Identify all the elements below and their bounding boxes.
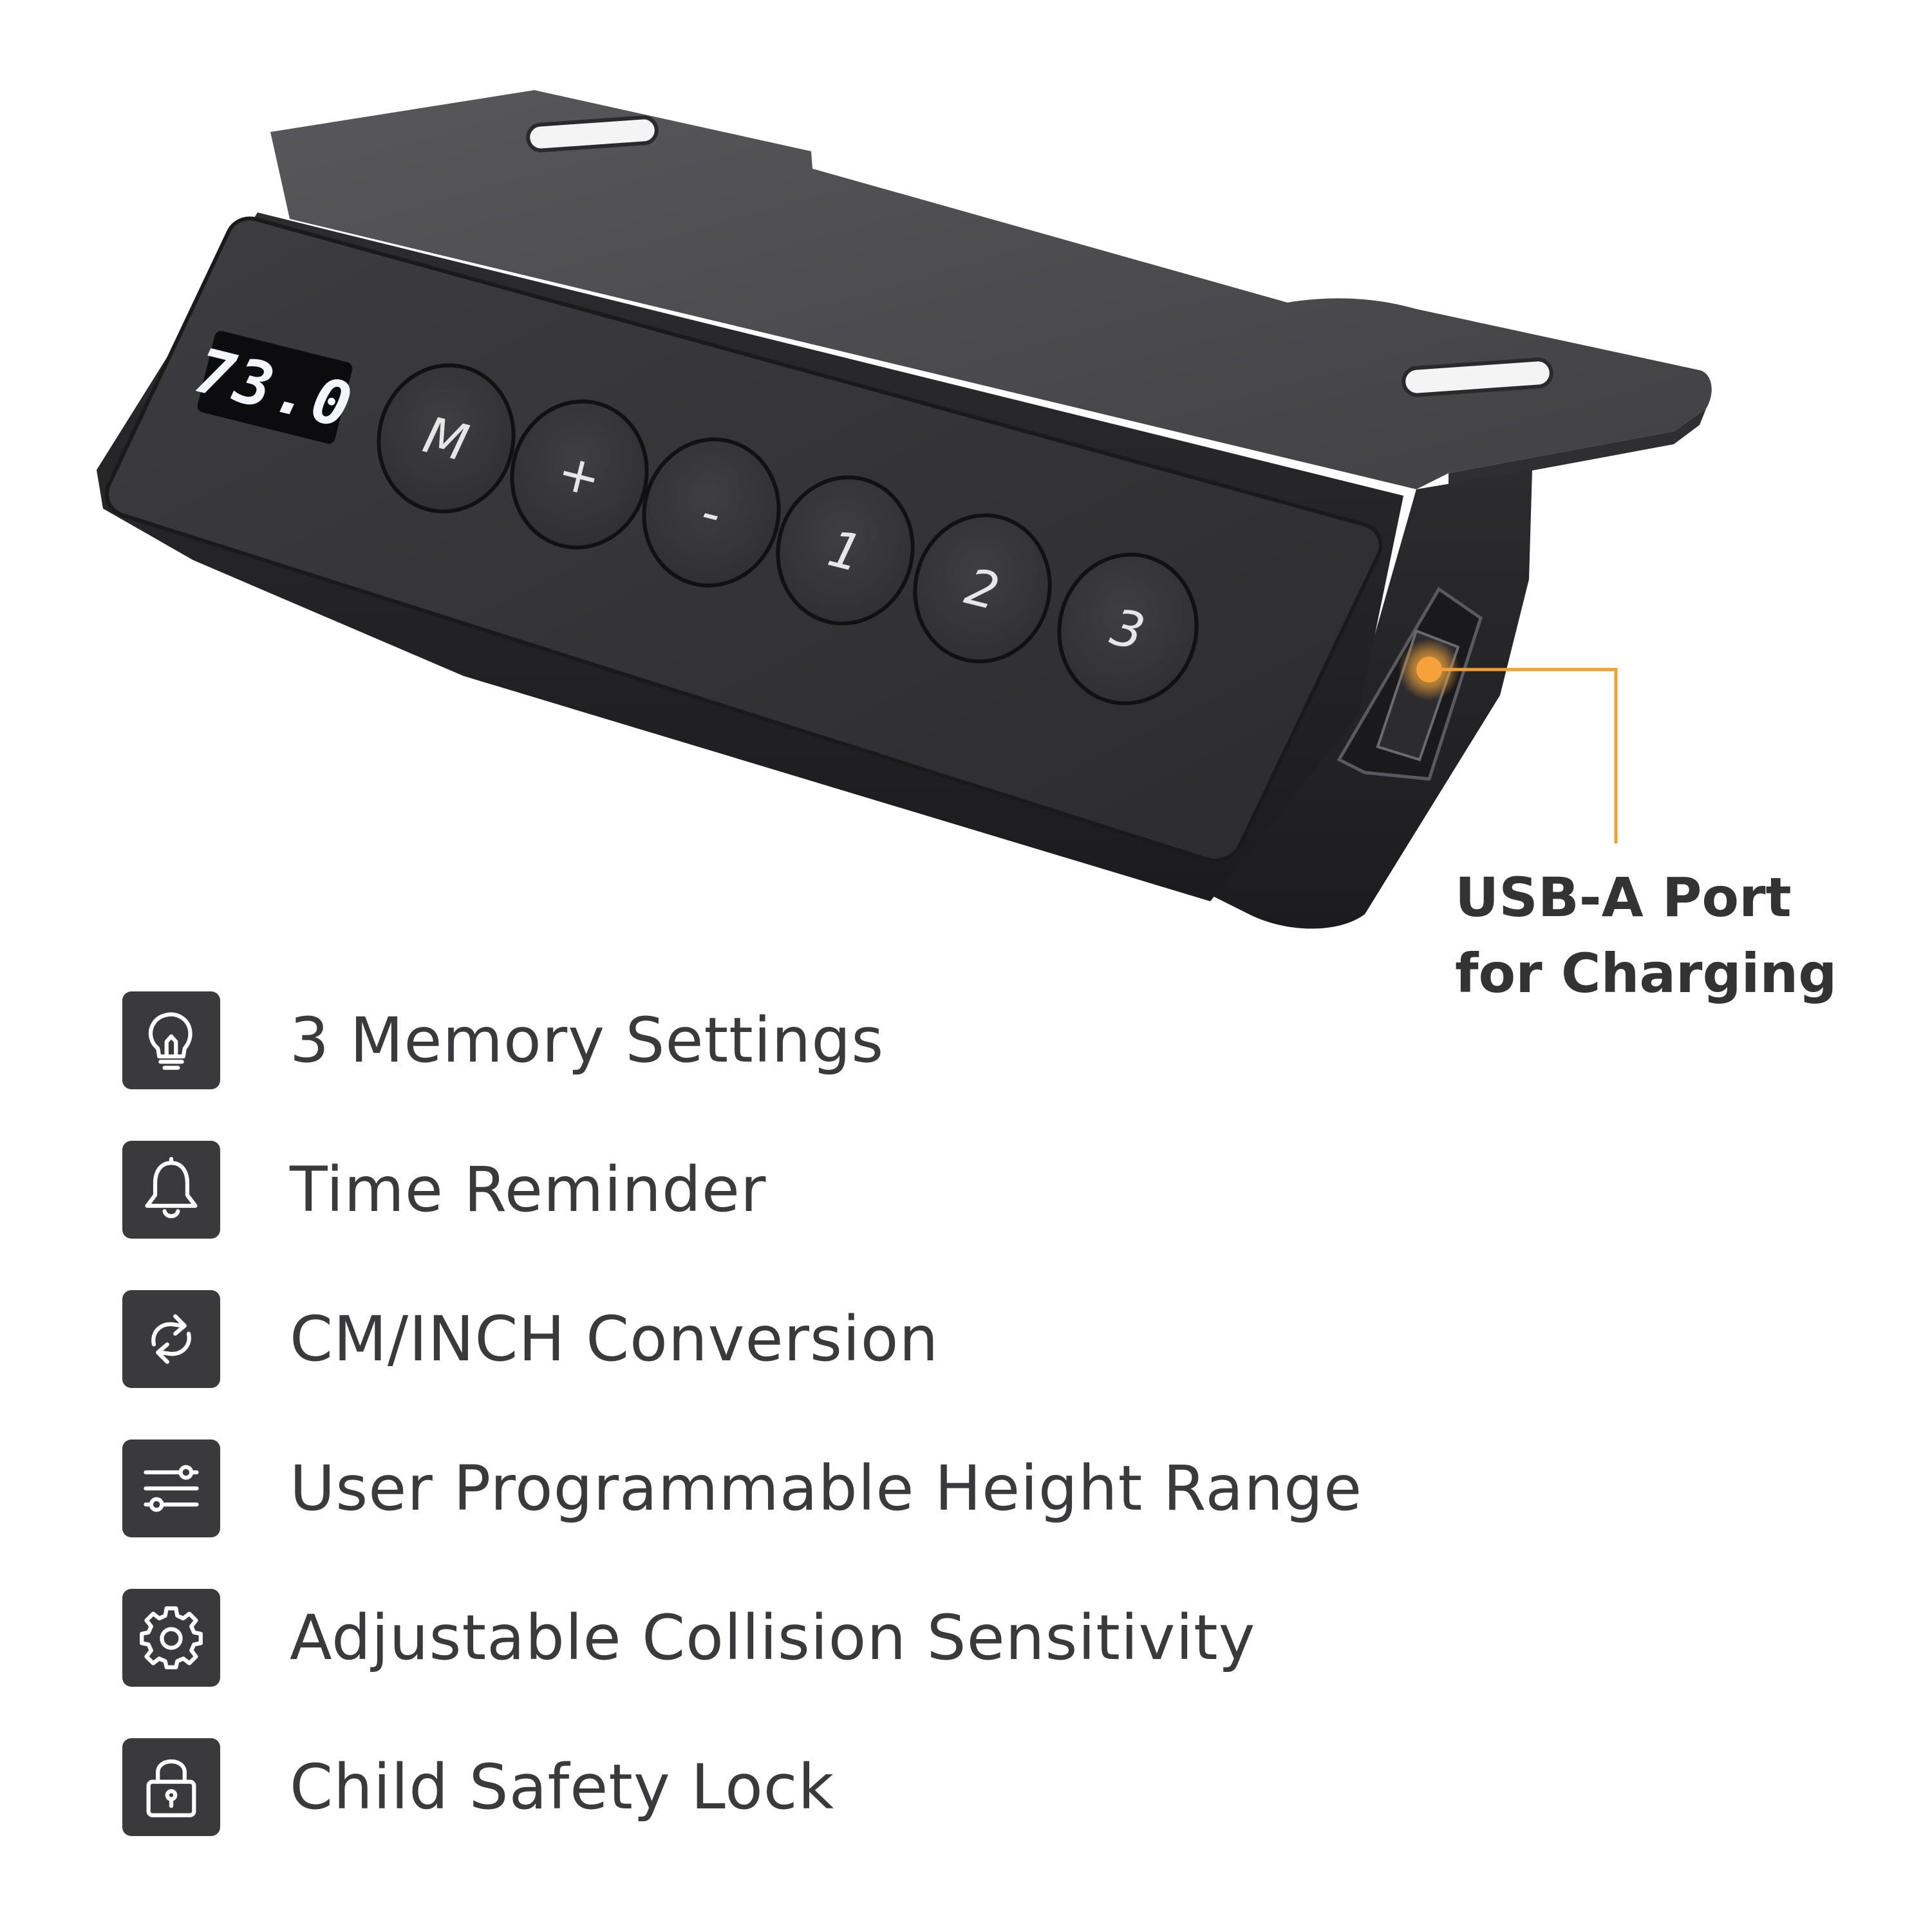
usb-callout-pointer: [1398, 639, 1618, 843]
refresh-arrows-icon: [122, 1290, 220, 1388]
feature-label: Adjustable Collision Sensitivity: [290, 1602, 1256, 1674]
button-2[interactable]: 2: [900, 501, 1065, 676]
usb-callout-line1: USB-A Port: [1455, 866, 1792, 929]
desk-controller-product-image: 73.0 M + - 1 2 3: [97, 90, 1712, 929]
feature-item-child-safety-lock: Child Safety Lock: [122, 1738, 834, 1836]
lightbulb-icon: [122, 991, 220, 1089]
height-display: 73.0: [189, 331, 361, 444]
feature-label: Child Safety Lock: [290, 1751, 835, 1823]
button-m[interactable]: M: [364, 351, 529, 526]
bracket-slot-left: [526, 115, 659, 153]
bell-icon: [122, 1141, 220, 1239]
feature-label: CM/INCH Conversion: [290, 1303, 939, 1375]
button-1[interactable]: 1: [763, 463, 928, 638]
usb-callout-line2: for Charging: [1455, 942, 1837, 1005]
button-plus[interactable]: +: [497, 387, 662, 562]
feature-label: User Programmable Height Range: [290, 1452, 1363, 1524]
feature-item-memory-settings: 3 Memory Settings: [122, 991, 884, 1089]
usb-callout-label: USB-A Port for Charging: [1455, 859, 1918, 1011]
feature-item-time-reminder: Time Reminder: [122, 1141, 766, 1239]
button-3[interactable]: 3: [1044, 540, 1212, 718]
button-minus[interactable]: -: [629, 425, 794, 600]
bracket-slot-right: [1402, 357, 1553, 397]
feature-item-cm-inch-conversion: CM/INCH Conversion: [122, 1290, 939, 1388]
mounting-bracket: [270, 90, 1712, 489]
padlock-icon: [122, 1738, 220, 1836]
usb-callout-dot: [1416, 657, 1442, 682]
feature-label: 3 Memory Settings: [290, 1004, 885, 1076]
feature-label: Time Reminder: [290, 1154, 767, 1226]
gear-icon: [122, 1589, 220, 1687]
sliders-icon: [122, 1440, 220, 1537]
feature-item-collision-sensitivity: Adjustable Collision Sensitivity: [122, 1589, 1255, 1687]
feature-item-height-range: User Programmable Height Range: [122, 1440, 1362, 1537]
